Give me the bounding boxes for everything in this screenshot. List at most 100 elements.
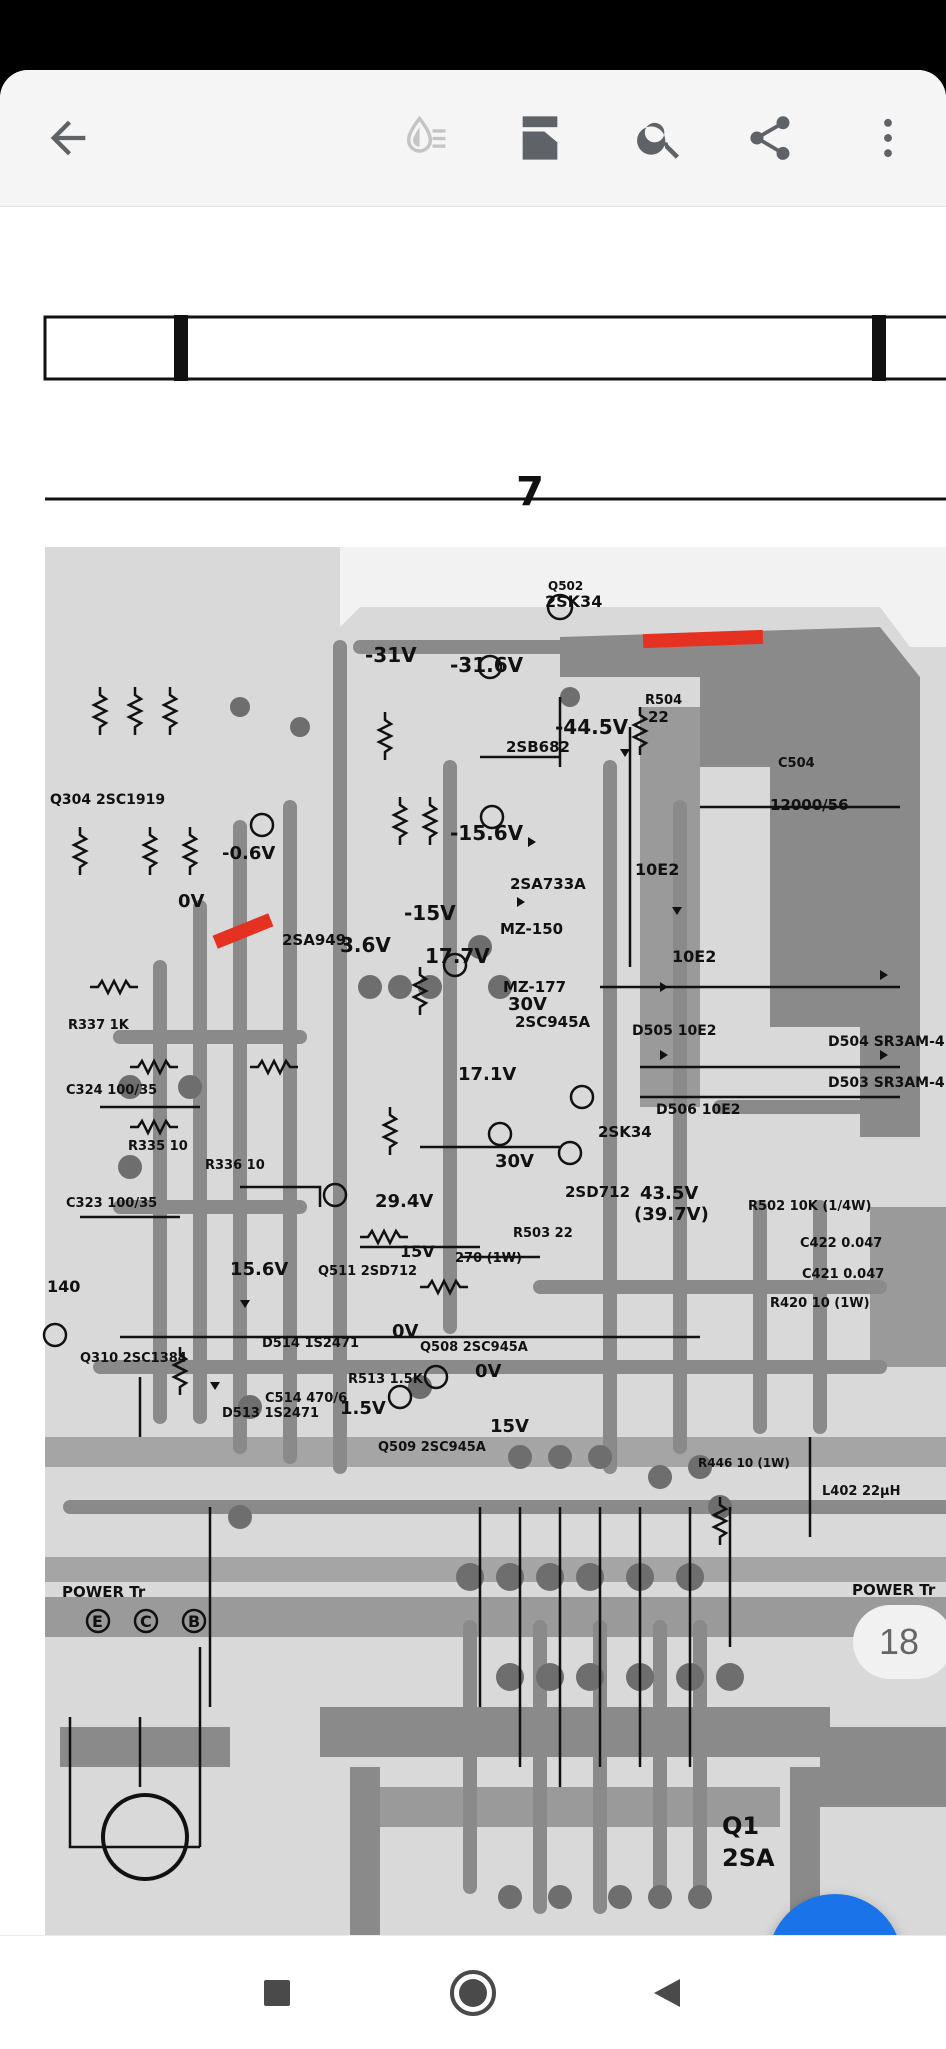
- label-power-tr-right: POWER Tr: [852, 1581, 936, 1599]
- label-c323: C323 100/35: [66, 1196, 157, 1211]
- label-d505: D505 10E2: [632, 1023, 717, 1039]
- arrow-left-icon: [50, 120, 86, 156]
- label-v15-6b: 15.6V: [230, 1259, 288, 1280]
- label-q505-part: 2SC945A: [515, 1013, 591, 1031]
- page-header-number: 7: [516, 469, 544, 515]
- label-r503: R503 22: [513, 1226, 573, 1241]
- label-power-tr-left: POWER Tr: [62, 1583, 146, 1601]
- label-q503-part: 2SD712: [565, 1183, 630, 1201]
- label-d506: D506 10E2: [656, 1102, 741, 1118]
- label-r335: R335 10: [128, 1139, 188, 1154]
- page-indicator-badge[interactable]: 18: [853, 1605, 946, 1679]
- label-c: C: [140, 1612, 152, 1631]
- label-d514: D514 1S2471: [262, 1336, 359, 1351]
- label-d503: D503 SR3AM-4: [828, 1075, 945, 1091]
- label-q502: Q502: [548, 579, 583, 593]
- label-d513: D513 1S2471: [222, 1406, 319, 1421]
- back-triangle-icon: [654, 1979, 680, 2007]
- back-nav-button[interactable]: [632, 1958, 702, 2028]
- square-icon: [264, 1980, 290, 2006]
- label-q1-part: 2SA: [722, 1844, 775, 1872]
- label-v17-1: 17.1V: [458, 1064, 516, 1085]
- label-c504: C504: [778, 756, 815, 771]
- label-v31-6: -31.6V: [450, 653, 524, 677]
- label-b: B: [188, 1612, 200, 1631]
- label-c504-val: 12000/56: [770, 796, 849, 814]
- label-r502: R502 10K (1/4W): [748, 1199, 871, 1214]
- label-q506-part: 2SA733A: [510, 875, 586, 893]
- label-c324: C324 100/35: [66, 1083, 157, 1098]
- label-r446: R446 10 (1W): [698, 1456, 790, 1470]
- label-v0c: 0V: [475, 1361, 502, 1382]
- label-v15: -15V: [404, 901, 456, 925]
- label-v0b: 0V: [392, 1321, 419, 1342]
- label-mz177: MZ-177: [503, 978, 566, 996]
- label-v44-5: -44.5V: [555, 715, 629, 739]
- label-v15d: 15V: [490, 1416, 529, 1437]
- label-e: E: [92, 1612, 103, 1631]
- label-d507-part: 10E2: [672, 947, 716, 966]
- pdf-viewer-app: Q502 2SK34 -31V -31.6V -44.5V R504 22 C5…: [0, 70, 946, 1935]
- label-r337: R337 1K: [68, 1018, 130, 1033]
- label-d508-part: 10E2: [635, 860, 679, 879]
- label-d504: D504 SR3AM-4: [828, 1034, 945, 1050]
- more-options-button[interactable]: [856, 106, 920, 170]
- label-v30: 30V: [508, 994, 547, 1015]
- label-q310: Q310 2SC1384: [80, 1351, 187, 1366]
- reading-mode-button[interactable]: [394, 106, 458, 170]
- label-v29-4: 29.4V: [375, 1191, 433, 1212]
- pdf-page[interactable]: Q502 2SK34 -31V -31.6V -44.5V R504 22 C5…: [0, 207, 946, 1935]
- label-v31: -31V: [365, 643, 417, 667]
- label-q306-part: 2SA949: [282, 931, 346, 949]
- recents-button[interactable]: [242, 1958, 312, 2028]
- more-vert-icon: [884, 118, 892, 158]
- label-r504-val: 22: [648, 708, 669, 726]
- label-v3-6: 3.6V: [340, 933, 391, 957]
- page-header-frame: [43, 315, 946, 381]
- label-v43-5: 43.5V: [640, 1183, 698, 1204]
- back-button[interactable]: [36, 106, 100, 170]
- label-v0: 0V: [178, 891, 205, 912]
- label-r513: R513 1.5K: [348, 1372, 424, 1387]
- highlight-mark: [642, 629, 764, 649]
- label-v15c: 1.5V: [340, 1398, 386, 1419]
- highlight-mark: [212, 913, 274, 949]
- system-navigation-bar: [0, 1935, 946, 2049]
- page-view-icon: [522, 116, 558, 160]
- label-c514: C514 470/6: [265, 1391, 347, 1406]
- label-c422: C422 0.047: [800, 1236, 882, 1251]
- share-button[interactable]: [738, 106, 802, 170]
- label-v140: 140: [47, 1277, 80, 1296]
- home-circle-icon: [450, 1970, 496, 2016]
- label-r511: 270 (1W): [455, 1251, 522, 1266]
- label-v17-7: 17.7V: [425, 944, 490, 968]
- label-q509: Q509 2SC945A: [378, 1440, 486, 1455]
- label-mz150: MZ-150: [500, 920, 563, 938]
- reading-mode-icon: [406, 115, 446, 153]
- home-button[interactable]: [438, 1958, 508, 2028]
- label-r336: R336 10: [205, 1158, 265, 1173]
- label-q1: Q1: [722, 1812, 759, 1840]
- label-q501-part: 2SK34: [598, 1123, 652, 1141]
- page-view-button[interactable]: [508, 106, 572, 170]
- top-toolbar: [0, 70, 946, 207]
- label-c421: C421 0.047: [802, 1267, 884, 1282]
- label-r504: R504: [645, 693, 682, 708]
- search-icon: [637, 122, 680, 159]
- label-q502-part: 2SK34: [545, 592, 602, 611]
- label-q304: Q304 2SC1919: [50, 792, 165, 808]
- status-bar: [0, 0, 946, 70]
- search-button[interactable]: [628, 106, 692, 170]
- label-v15b: 15V: [400, 1242, 435, 1261]
- schematic-drawing: Q502 2SK34 -31V -31.6V -44.5V R504 22 C5…: [42, 315, 946, 1935]
- label-v39-7: (39.7V): [634, 1204, 709, 1225]
- label-q508: Q508 2SC945A: [420, 1340, 528, 1355]
- share-icon: [750, 116, 790, 160]
- label-v0-6: -0.6V: [222, 843, 275, 864]
- label-q511: Q511 2SD712: [318, 1264, 417, 1279]
- label-l402: L402 22µH: [822, 1484, 900, 1499]
- label-v30b: 30V: [495, 1151, 534, 1172]
- label-v15-6: -15.6V: [450, 821, 524, 845]
- label-r420: R420 10 (1W): [770, 1296, 870, 1311]
- label-q504-part: 2SB682: [506, 738, 570, 756]
